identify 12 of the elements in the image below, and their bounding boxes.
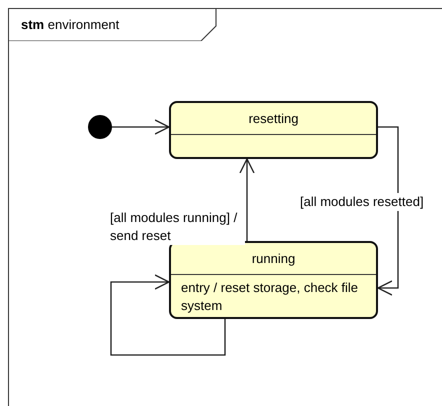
edge-label: [all modules resetted] bbox=[299, 193, 425, 211]
transition-arrow bbox=[110, 274, 226, 356]
transition-arrow bbox=[377, 126, 399, 296]
transition-arrow bbox=[239, 158, 255, 241]
frame-title: stm environment bbox=[21, 17, 120, 32]
diagram-frame bbox=[8, 8, 442, 406]
state-box bbox=[169, 241, 378, 319]
state-name: resetting bbox=[171, 103, 376, 135]
state-box bbox=[169, 101, 378, 159]
initial-state bbox=[88, 115, 112, 139]
transition-arrow bbox=[112, 119, 170, 135]
state-action: entry / reset storage, check file system bbox=[180, 279, 360, 315]
